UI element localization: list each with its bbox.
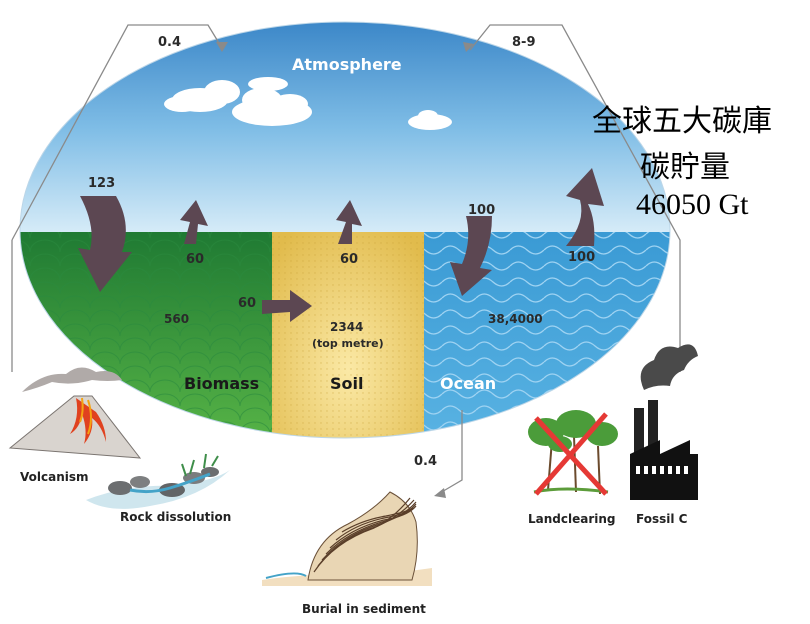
flow-ocean-sediment-value: 0.4 — [414, 454, 438, 469]
rock-dissolution-icon — [86, 453, 230, 509]
flow-volcanism-value: 0.4 — [158, 35, 182, 50]
overlay-title-line2: 碳貯量 — [640, 150, 730, 185]
flux-arrows — [78, 168, 604, 322]
volcano-icon — [8, 367, 142, 459]
soil-label: Soil — [330, 374, 364, 393]
soil-stock-value: 2344 — [330, 320, 364, 334]
atmosphere-label: Atmosphere — [292, 55, 402, 74]
ocean-label: Ocean — [440, 374, 497, 393]
arrow-atmosphere-to-biomass — [78, 196, 132, 292]
flow-ocean-atmos-value: 100 — [568, 250, 596, 265]
flow-biomass-atmos-value: 60 — [186, 252, 205, 267]
arrow-ocean-to-atmosphere — [566, 168, 604, 246]
overlay-total-value: 46050 Gt — [636, 188, 749, 221]
flow-fossil-value: 8-9 — [512, 35, 536, 50]
arrow-biomass-to-atmosphere — [180, 200, 208, 244]
flow-atmos-biomass-value: 123 — [88, 176, 116, 191]
biomass-label: Biomass — [184, 374, 260, 393]
flow-soil-atmos-value: 60 — [340, 252, 359, 267]
landclearing-label: Landclearing — [528, 512, 616, 526]
arrow-atmosphere-to-ocean — [450, 216, 492, 296]
burial-label: Burial in sediment — [302, 602, 426, 616]
landclearing-icon — [528, 410, 618, 496]
factory-icon — [630, 344, 698, 500]
soil-stock-note: (top metre) — [312, 337, 384, 350]
sediment-icon — [262, 491, 432, 586]
ocean-stock-value: 38,4000 — [488, 312, 543, 326]
biomass-stock-value: 560 — [164, 312, 190, 326]
arrow-biomass-to-soil — [262, 290, 312, 322]
frame-lines — [11, 24, 681, 494]
overlay-title-line1: 全球五大碳庫 — [592, 104, 772, 139]
rock-dissolution-label: Rock dissolution — [120, 510, 232, 524]
flow-atmos-ocean-value: 100 — [468, 203, 496, 218]
volcanism-label: Volcanism — [20, 470, 89, 484]
flow-biomass-soil-value: 60 — [238, 296, 257, 311]
arrow-soil-to-atmosphere — [336, 200, 362, 244]
fossil-c-label: Fossil C — [636, 512, 688, 526]
cloud-icon — [164, 77, 452, 130]
